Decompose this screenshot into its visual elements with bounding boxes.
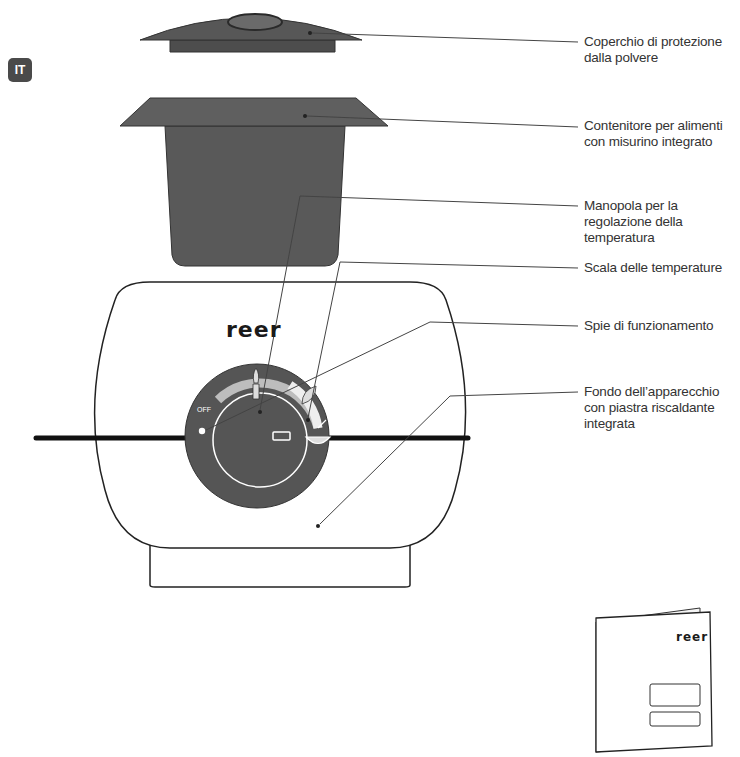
callout-dot: [303, 114, 307, 118]
leader-line: [320, 392, 578, 524]
part-label: Spie di funzionamento: [584, 318, 734, 334]
dial: [185, 364, 329, 508]
callout-dot: [316, 524, 320, 528]
callout-dot: [308, 31, 312, 35]
leader-line: [308, 262, 578, 418]
part-label: Scala delle temperature: [584, 260, 734, 276]
temperature-scale: [218, 383, 318, 428]
lid-hole: [228, 14, 282, 30]
leader-line: [312, 33, 578, 42]
language-badge: IT: [8, 58, 32, 82]
dial-mark: OFF: [197, 406, 211, 414]
container-flange: [120, 98, 388, 126]
booklet-box: [650, 712, 700, 726]
container-body: [165, 126, 345, 266]
callout-dot: [306, 418, 310, 422]
leader-line: [307, 116, 578, 127]
indicator-lamp: [199, 428, 205, 434]
part-label: Coperchio di protezione dalla polvere: [584, 34, 734, 66]
knob: [213, 393, 307, 487]
instruction-booklet: [596, 612, 712, 752]
bottle-icon: [253, 368, 259, 399]
callout-dot: [258, 410, 262, 414]
brand-logo: reer: [226, 318, 282, 342]
part-label: Fondo dell’apparecchio con piastra risca…: [584, 384, 734, 432]
badge-text: IT: [15, 63, 26, 77]
lid-skirt: [170, 40, 335, 52]
part-label: Contenitore per alimenti con misurino in…: [584, 118, 734, 150]
part-label: Manopola per la regolazione della temper…: [584, 198, 734, 246]
brand-logo: reer: [676, 630, 708, 644]
leader-line: [260, 196, 578, 410]
knob-marker: [273, 432, 290, 440]
base-body: [95, 282, 466, 548]
bowl-icon: [306, 420, 330, 444]
booklet-box: [650, 684, 700, 706]
